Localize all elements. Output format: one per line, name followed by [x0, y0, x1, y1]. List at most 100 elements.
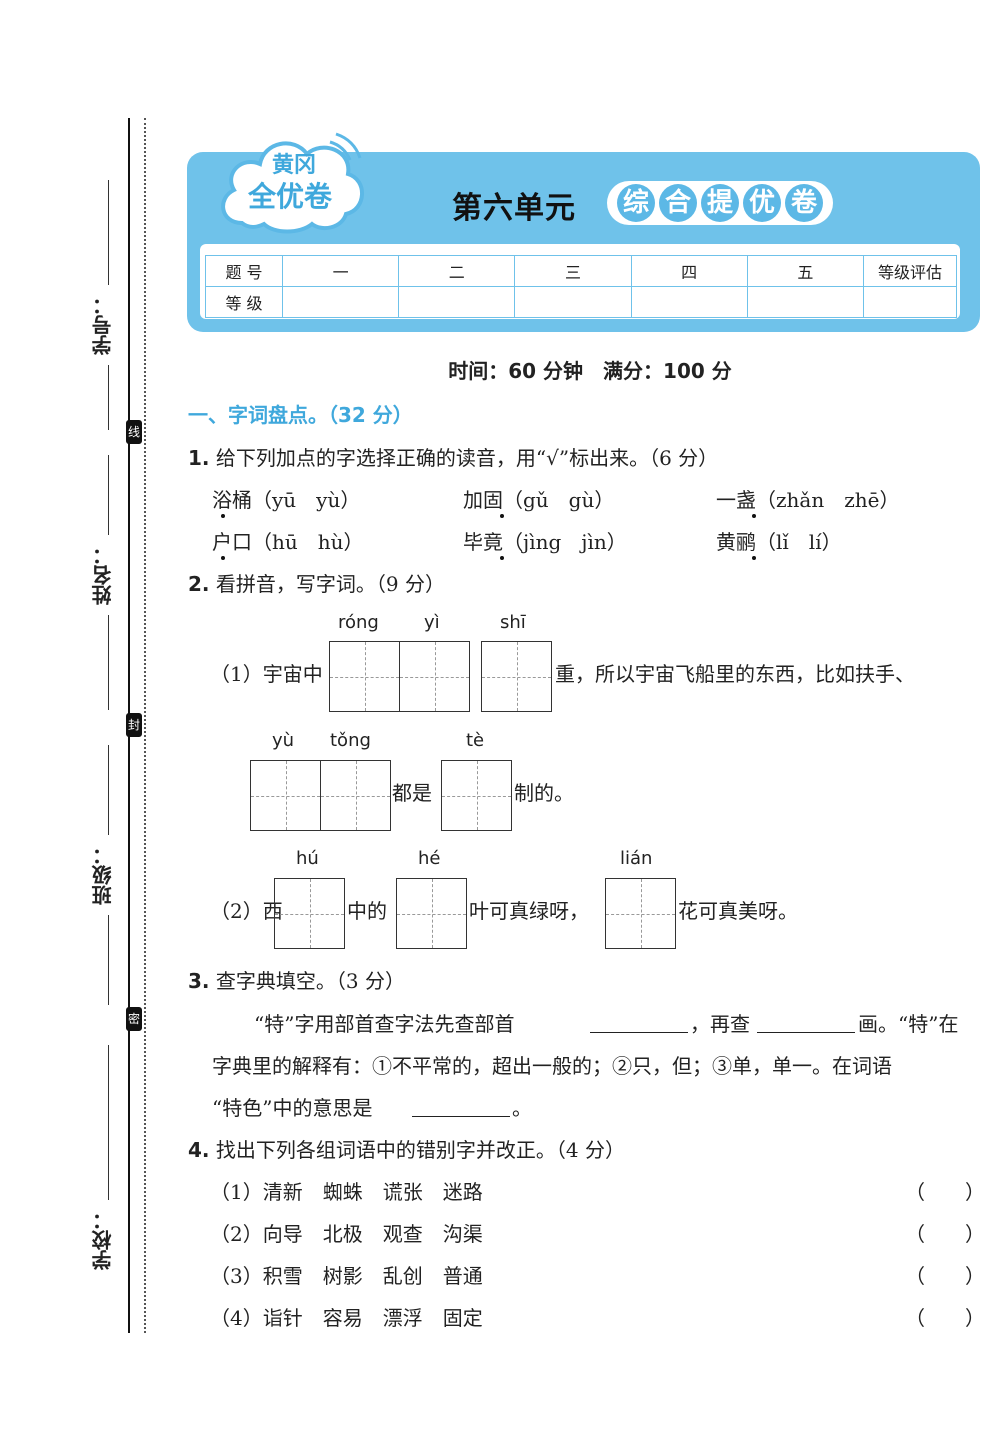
q1-item: 加固（gǔ gù） — [463, 488, 615, 512]
strokes-blank[interactable] — [757, 1010, 855, 1033]
q2-p2-text: 叶可真绿呀， — [469, 899, 589, 923]
char-writing-box[interactable] — [399, 641, 470, 712]
score-cell: 等级评估 — [863, 255, 957, 287]
char-writing-box[interactable] — [441, 760, 512, 831]
grade-input-cell[interactable] — [863, 286, 957, 318]
class-label: 班级： — [91, 845, 115, 905]
q3-text: 字典里的解释有：①不平常的，超出一般的；②只，但；③单，单一。在词语 — [212, 1054, 892, 1078]
char-writing-box[interactable] — [250, 760, 321, 831]
char-writing-box[interactable] — [605, 878, 676, 949]
q2-p2-text: 中的 — [347, 899, 387, 923]
q1-item: 浴桶（yū yù） — [212, 488, 361, 512]
score-table: 题 号 一 二 三 四 五 等级评估 等 级 — [205, 255, 957, 318]
score-cell: 二 — [398, 255, 516, 287]
char-writing-box[interactable] — [396, 878, 467, 949]
badge-char: 优 — [743, 184, 781, 222]
grade-input-cell[interactable] — [630, 286, 748, 318]
side-divider — [108, 615, 109, 710]
question-1-title: 1. 给下列加点的字选择正确的读音，用“√”标出来。（6 分） — [188, 446, 719, 470]
question-4-title: 4. 找出下列各组词语中的错别字并改正。（4 分） — [188, 1138, 625, 1162]
q2-p2-prefix: （2）西 — [210, 899, 283, 923]
seal-seal-mark: 封 — [126, 713, 142, 737]
time-and-score: 时间：60 分钟 满分：100 分 — [448, 359, 732, 383]
grade-input-cell[interactable] — [398, 286, 516, 318]
q3-text: “特”字用部首查字法先查部首 — [254, 1012, 515, 1036]
emphasis-dot — [500, 556, 504, 560]
q4-answer-paren[interactable]: （ ） — [905, 1306, 985, 1330]
q2-p1-text: 制的。 — [514, 781, 574, 805]
question-3-title: 3. 查字典填空。（3 分） — [188, 969, 405, 993]
emphasis-dot — [752, 556, 756, 560]
q4-answer-paren[interactable]: （ ） — [905, 1180, 985, 1204]
q1-item: 黄鹂（lǐ lí） — [716, 530, 842, 554]
q3-text: 。 — [512, 1096, 532, 1120]
pinyin: yù — [272, 730, 295, 751]
score-cell: 一 — [281, 255, 400, 287]
score-cell: 三 — [514, 255, 632, 287]
q2-p1-text: 重，所以宇宙飞船里的东西，比如扶手、 — [555, 662, 915, 686]
brand-cloud-logo: 黄冈 全优卷 — [221, 132, 364, 234]
q3-text: “特色”中的意思是 — [212, 1096, 373, 1120]
q4-row: （2）向导 北极 观查 沟渠 — [210, 1222, 483, 1246]
q4-row: （3）积雪 树影 乱创 普通 — [210, 1264, 483, 1288]
badge-char: 卷 — [785, 184, 823, 222]
emphasis-dot — [752, 514, 756, 518]
name-label: 姓名： — [91, 545, 115, 605]
grade-input-cell[interactable] — [514, 286, 632, 318]
pinyin: hú — [296, 848, 319, 869]
side-divider — [108, 915, 109, 1005]
badge-char: 综 — [617, 184, 655, 222]
score-grade-row: 等 级 — [205, 286, 957, 318]
seal-secret-mark: 密 — [126, 1007, 142, 1031]
q4-row: （1）清新 蜘蛛 谎张 迷路 — [210, 1180, 483, 1204]
binding-dotted-line — [144, 118, 146, 1333]
grade-input-cell[interactable] — [746, 286, 865, 318]
badge-char: 合 — [659, 184, 697, 222]
pinyin: lián — [620, 848, 653, 869]
q2-p1-prefix: （1）宇宙中 — [210, 662, 323, 686]
q3-text: ，再查 — [690, 1012, 750, 1036]
q1-item: 一盏（zhǎn zhē） — [716, 488, 900, 512]
side-divider — [108, 365, 109, 430]
emphasis-dot — [500, 514, 504, 518]
grade-input-cell[interactable] — [281, 286, 400, 318]
name-blank — [108, 455, 109, 535]
student-id-label: 学号： — [91, 295, 115, 355]
q1-item: 毕竟（jìng jìn） — [463, 530, 627, 554]
char-writing-box[interactable] — [481, 641, 552, 712]
class-blank — [108, 745, 109, 835]
question-2-title: 2. 看拼音，写字词。（9 分） — [188, 572, 445, 596]
unit-title: 第六单元 — [452, 191, 576, 226]
pinyin: róng — [338, 612, 379, 633]
pinyin: yì — [424, 612, 440, 633]
char-writing-box[interactable] — [320, 760, 391, 831]
q4-row: （4）诣针 容易 漂浮 固定 — [210, 1306, 483, 1330]
score-cell: 题 号 — [205, 255, 283, 287]
char-writing-box[interactable] — [329, 641, 400, 712]
section-title: 一、字词盘点。（32 分） — [188, 403, 413, 427]
pinyin: tǒng — [330, 730, 371, 751]
comprehensive-badge: 综 合 提 优 卷 — [607, 181, 833, 225]
q3-text: 画。“特”在 — [858, 1012, 959, 1036]
brand-line2: 全优卷 — [247, 180, 333, 213]
school-label: 学校： — [91, 1210, 115, 1270]
q4-answer-paren[interactable]: （ ） — [905, 1264, 985, 1288]
school-blank — [108, 1045, 109, 1200]
pinyin: shī — [500, 612, 526, 633]
meaning-blank[interactable] — [412, 1094, 510, 1117]
badge-char: 提 — [701, 184, 739, 222]
emphasis-dot — [221, 514, 225, 518]
q1-item: 户口（hū hù） — [212, 530, 364, 554]
brand-line1: 黄冈 — [272, 153, 316, 178]
radical-blank[interactable] — [590, 1010, 688, 1033]
q2-p1-text: 都是 — [392, 781, 432, 805]
char-writing-box[interactable] — [274, 878, 345, 949]
pinyin: hé — [418, 848, 441, 869]
q4-answer-paren[interactable]: （ ） — [905, 1222, 985, 1246]
score-cell: 五 — [746, 255, 865, 287]
pinyin: tè — [466, 730, 485, 751]
score-cell: 四 — [630, 255, 748, 287]
emphasis-dot — [221, 556, 225, 560]
q2-p2-text: 花可真美呀。 — [678, 899, 798, 923]
seal-line-mark: 线 — [126, 420, 142, 444]
